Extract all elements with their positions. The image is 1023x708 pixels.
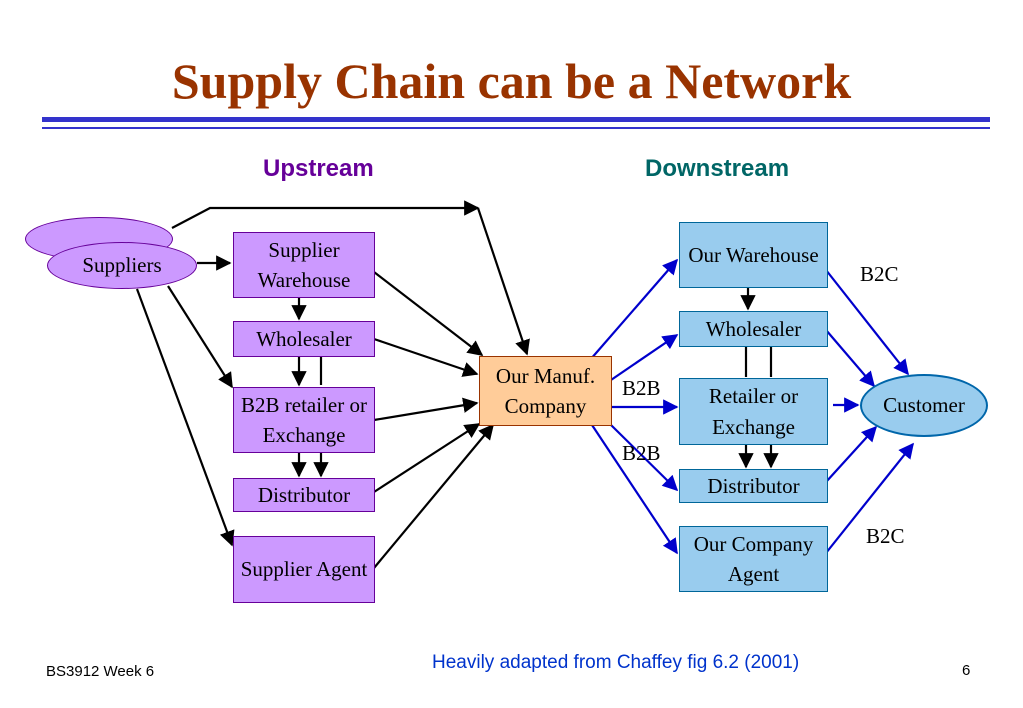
our-warehouse-label: Our Warehouse (688, 242, 819, 267)
suppliers-label: Suppliers (82, 253, 162, 277)
footer-credit: Heavily adapted from Chaffey fig 6.2 (20… (432, 652, 800, 673)
wholesaler-label: Wholesaler (256, 326, 352, 351)
footer-course: BS3912 Week 6 (46, 663, 155, 680)
arrow-suppliers-to-manuf-top (171, 200, 480, 229)
retailer-label: Retailer or Exchange (708, 384, 799, 439)
downstream-wholesaler-box: Wholesaler (679, 311, 828, 347)
arrow-top-down-to-manuf (476, 207, 530, 356)
arrow-warehouse-to-customer (825, 269, 909, 376)
title-rule-thin (42, 127, 990, 129)
distributor-label: Distributor (257, 482, 351, 507)
arrow-manuf-to-d-distributor (610, 424, 679, 492)
title-rule-thick (42, 117, 990, 122)
arrow-b2b-to-manuf (373, 397, 479, 422)
arrow-distributor-to-manuf (373, 423, 481, 493)
downstream-distributor-box: Distributor (679, 469, 828, 503)
arrow-manuf-to-warehouse (589, 258, 679, 361)
supplier-warehouse-label: Supplier Warehouse (257, 237, 351, 292)
suppliers-ellipse: Suppliers (47, 242, 197, 289)
b2b-retailer-label: B2B retailer or Exchange (241, 392, 367, 447)
arrow-agent-to-customer (825, 442, 914, 554)
arrow-manuf-to-d-wholesaler (610, 334, 679, 381)
company-agent-label: Our Company Agent (693, 531, 814, 586)
retailer-box: Retailer or Exchange (679, 378, 828, 445)
arrow-d-distributor-to-customer (825, 425, 878, 483)
manufacturer-label: Our Manuf. Company (495, 363, 596, 418)
downstream-heading: Downstream (645, 155, 790, 182)
supplier-warehouse-box: Supplier Warehouse (233, 232, 375, 298)
our-warehouse-box: Our Warehouse (679, 222, 828, 288)
arrow-suppliers-to-b2b (167, 285, 233, 389)
arrow-swh-to-manuf (373, 271, 484, 356)
supplier-agent-box: Supplier Agent (233, 536, 375, 603)
distributor-box: Distributor (233, 478, 375, 512)
arrow-wholesaler-to-manuf (373, 337, 479, 377)
slide-title: Supply Chain can be a Network (171, 53, 852, 109)
wholesaler-box: Wholesaler (233, 321, 375, 357)
company-agent-box: Our Company Agent (679, 526, 828, 592)
b2b-retailer-box: B2B retailer or Exchange (233, 387, 375, 453)
upstream-heading: Upstream (263, 155, 374, 182)
arrow-agent-to-manuf (373, 423, 494, 569)
b2b-label-top: B2B (622, 376, 661, 400)
customer-ellipse: Customer (860, 374, 988, 437)
arrow-suppliers-to-agent (135, 288, 235, 547)
downstream-distributor-label: Distributor (707, 473, 800, 498)
b2c-label-bottom: B2C (866, 524, 905, 548)
customer-label: Customer (883, 393, 965, 417)
b2c-label-top: B2C (860, 262, 899, 286)
b2b-label-bottom: B2B (622, 441, 661, 465)
downstream-wholesaler-label: Wholesaler (705, 316, 802, 341)
arrow-manuf-to-company-agent (591, 424, 678, 555)
page-number: 6 (962, 662, 971, 679)
arrow-d-wholesaler-to-customer (825, 329, 876, 388)
supplier-agent-label: Supplier Agent (240, 557, 368, 582)
manufacturer-box: Our Manuf. Company (479, 356, 612, 426)
